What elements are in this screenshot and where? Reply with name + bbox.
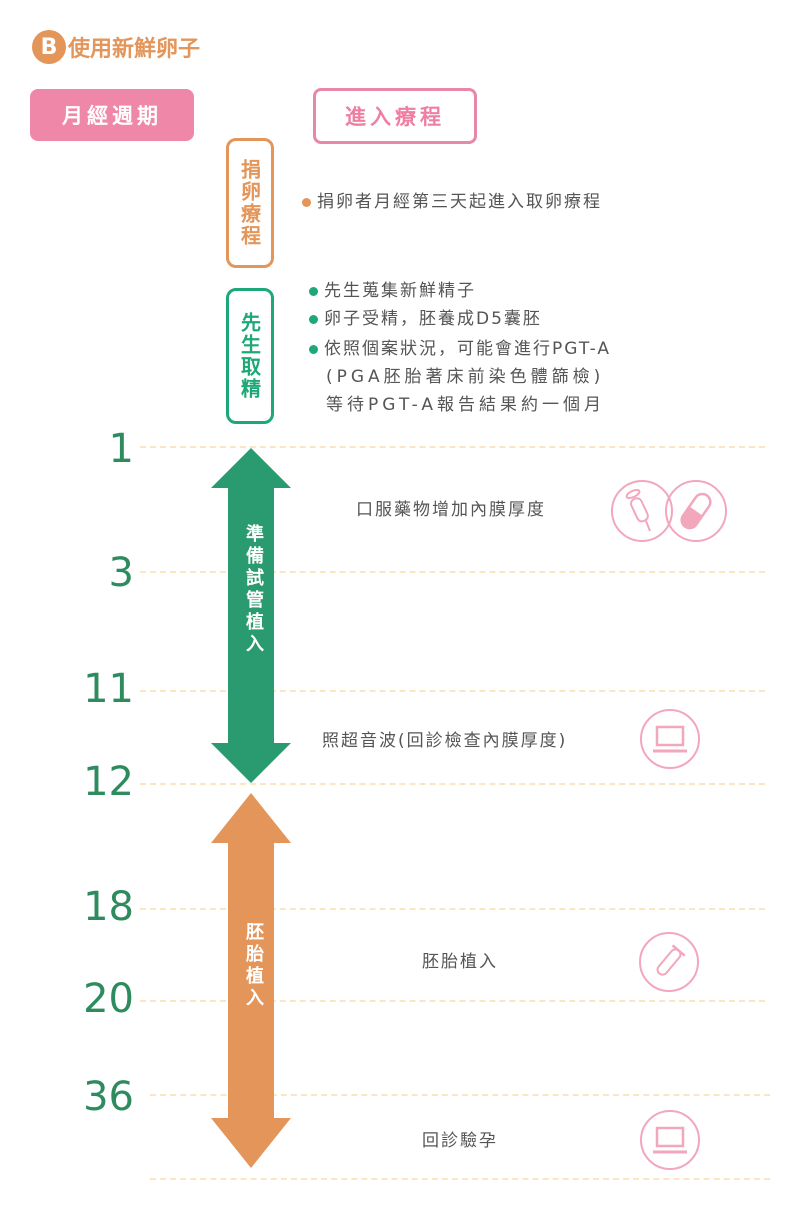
day-label: 20 bbox=[83, 976, 134, 1022]
bullet-icon bbox=[309, 314, 318, 324]
husband-item: 依照個案狀況，可能會進行PGT-A bbox=[309, 334, 611, 359]
divider bbox=[140, 690, 765, 692]
section-title: B 使用新鮮卵子 bbox=[32, 30, 200, 64]
step-text: 回診驗孕 bbox=[422, 1131, 498, 1151]
transfer-arrow bbox=[211, 793, 291, 1168]
prep-arrow-label: 準備試管植入 bbox=[243, 524, 264, 656]
divider bbox=[140, 446, 765, 448]
day-label: 11 bbox=[83, 666, 134, 712]
donor-text: 捐卵者月經第三天起進入取卵療程 bbox=[302, 187, 602, 212]
transfer-arrow-label: 胚胎植入 bbox=[243, 922, 264, 1010]
step-text: 胚胎植入 bbox=[422, 952, 498, 972]
item-text: 依照個案狀況，可能會進行PGT-A bbox=[324, 339, 612, 359]
syringe-icon bbox=[611, 480, 673, 542]
prep-arrow bbox=[211, 448, 291, 783]
item-text: (PGA胚胎著床前染色體篩檢) bbox=[326, 367, 605, 387]
day-label: 12 bbox=[83, 759, 134, 805]
husband-item: 卵子受精，胚養成D5囊胚 bbox=[309, 304, 542, 329]
donor-text-label: 捐卵者月經第三天起進入取卵療程 bbox=[317, 192, 602, 212]
laptop-icon bbox=[640, 709, 700, 769]
step-text: 照超音波(回診檢查內膜厚度) bbox=[322, 731, 568, 751]
bullet-icon bbox=[309, 286, 318, 296]
step-text: 口服藥物增加內膜厚度 bbox=[356, 500, 546, 520]
day-label: 1 bbox=[108, 426, 134, 472]
divider bbox=[150, 1094, 770, 1096]
item-text: 先生蒐集新鮮精子 bbox=[324, 281, 476, 301]
day-label: 36 bbox=[83, 1074, 134, 1120]
test-tube-icon bbox=[639, 932, 699, 992]
divider bbox=[140, 1000, 765, 1002]
treatment-header: 進入療程 bbox=[313, 88, 477, 144]
day-label: 3 bbox=[108, 550, 134, 596]
husband-item: 先生蒐集新鮮精子 bbox=[309, 276, 476, 301]
pill-icon bbox=[665, 480, 727, 542]
divider bbox=[150, 1178, 770, 1180]
section-badge: B bbox=[32, 30, 66, 64]
bullet-icon bbox=[302, 197, 311, 207]
divider bbox=[140, 571, 765, 573]
day-label: 18 bbox=[83, 884, 134, 930]
bullet-icon bbox=[309, 344, 318, 354]
section-title-text: 使用新鮮卵子 bbox=[68, 37, 201, 62]
laptop-icon bbox=[640, 1110, 700, 1170]
item-text: 等待PGT-A報告結果約一個月 bbox=[326, 395, 606, 415]
divider bbox=[140, 783, 765, 785]
husband-box: 先生取精 bbox=[226, 288, 274, 424]
item-text: 卵子受精，胚養成D5囊胚 bbox=[324, 309, 542, 329]
donor-box: 捐卵療程 bbox=[226, 138, 274, 268]
divider bbox=[140, 908, 765, 910]
cycle-header: 月經週期 bbox=[30, 89, 194, 141]
